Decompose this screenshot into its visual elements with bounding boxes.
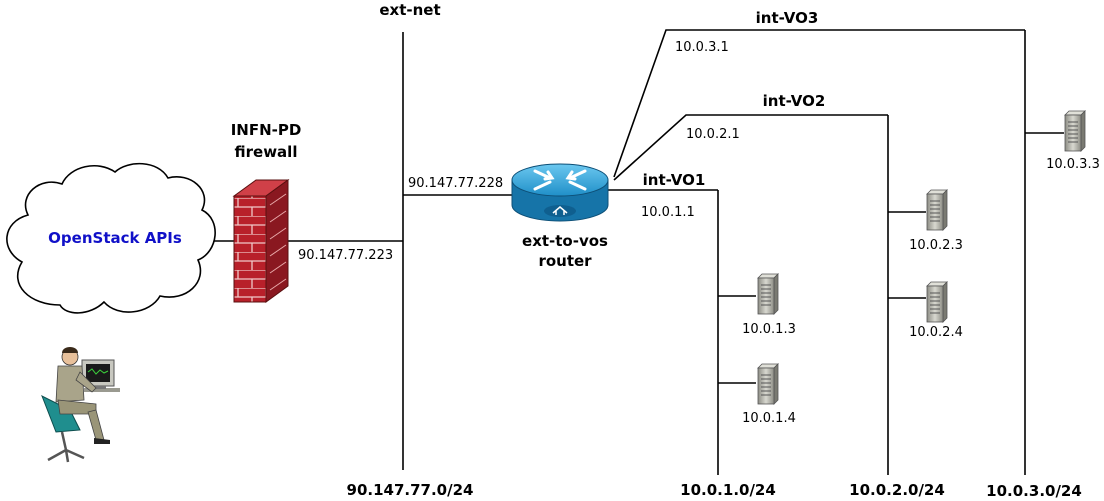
router-vo3-link [613,29,1025,178]
int-vo3-gateway: 10.0.3.1 [675,40,729,55]
user-workstation-icon[interactable] [41,347,120,463]
int-vo2-label: int-VO2 [763,92,826,110]
router-vo2-link [613,114,888,181]
router-type: router [538,252,592,270]
firewall-icon [233,195,267,303]
server-icon-10-0-2-4[interactable] [926,281,948,323]
int-vo1-gateway: 10.0.1.1 [641,205,695,220]
host-label-10-0-1-3: 10.0.1.3 [742,322,796,337]
ext-net-subnet: 90.147.77.0/24 [347,481,474,499]
firewall[interactable] [232,179,290,303]
server-icon-10-0-1-3[interactable] [757,273,779,315]
servers [757,110,1086,405]
int-vo3-subnet: 10.0.3.0/24 [986,482,1082,500]
server-icon-10-0-2-3[interactable] [926,189,948,231]
int-vo1-subnet: 10.0.1.0/24 [680,481,776,499]
int-vo2-gateway: 10.0.2.1 [686,127,740,142]
ext-net-label: ext-net [379,1,440,19]
host-label-10-0-2-4: 10.0.2.4 [909,325,963,340]
openstack-cloud[interactable]: OpenStack APIs [6,162,216,314]
host-label-10-0-1-4: 10.0.1.4 [742,411,796,426]
host-label-10-0-3-3: 10.0.3.3 [1046,157,1100,172]
firewall-ip: 90.147.77.223 [298,248,393,263]
router-name: ext-to-vos [522,232,608,250]
router[interactable] [511,163,609,222]
server-icon-10-0-3-3[interactable] [1064,110,1086,152]
host-label-10-0-2-3: 10.0.2.3 [909,238,963,253]
cloud-label: OpenStack APIs [48,229,182,247]
int-vo1-label: int-VO1 [643,171,706,189]
server-icon-10-0-1-4[interactable] [757,363,779,405]
firewall-type: firewall [235,143,298,161]
router-ext-ip: 90.147.77.228 [408,176,503,191]
router-arrows-icon [533,169,587,191]
firewall-name: INFN-PD [231,121,302,139]
int-vo3-label: int-VO3 [756,9,819,27]
int-vo2-subnet: 10.0.2.0/24 [849,481,945,499]
links [210,29,1064,475]
